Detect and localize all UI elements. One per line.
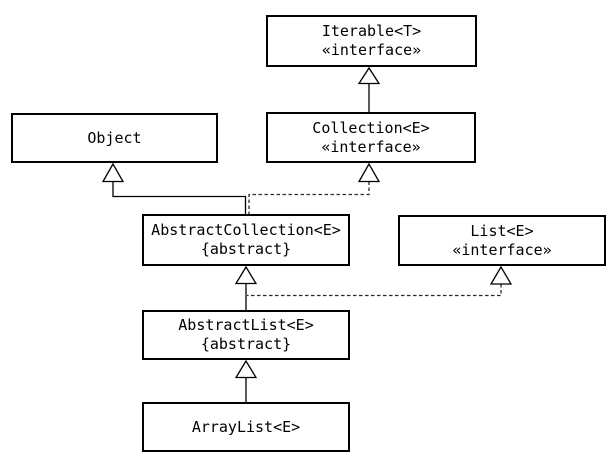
hollow-triangle-arrowhead <box>357 162 381 183</box>
class-name: Object <box>87 128 142 147</box>
class-name: Iterable<T> <box>321 22 422 40</box>
class-name: Collection<E> <box>312 118 430 137</box>
hollow-triangle-arrowhead <box>489 265 513 285</box>
class-stereotype: {abstract} <box>200 335 292 353</box>
class-stereotype: {abstract} <box>200 240 292 258</box>
class-name: ArrayList<E> <box>191 417 301 436</box>
class-stereotype: «interface» <box>321 41 422 59</box>
hollow-triangle-arrowhead <box>234 359 258 379</box>
edge-abstractcollection-implements-collection <box>248 162 381 214</box>
edge-abstractlist-implements-list <box>247 265 513 297</box>
class-box-array-list: ArrayList<E> <box>142 402 350 452</box>
class-name: AbstractList<E> <box>178 316 314 334</box>
class-box-collection: Collection<E> «interface» <box>266 112 476 163</box>
edge-abstractlist-extends-abstractcollection <box>234 265 258 310</box>
edge-abstractcollection-extends-object <box>101 162 247 214</box>
hollow-triangle-arrowhead <box>101 162 125 183</box>
class-box-object: Object <box>11 113 218 163</box>
hollow-triangle-arrowhead <box>234 265 258 285</box>
hollow-triangle-arrowhead <box>357 66 381 85</box>
class-name: List<E> <box>470 221 534 240</box>
class-stereotype: «interface» <box>452 240 552 259</box>
edge-collection-extends-iterable <box>357 66 381 112</box>
class-stereotype: «interface» <box>321 137 421 156</box>
class-box-iterable: Iterable<T> «interface» <box>266 15 477 67</box>
class-box-list: List<E> «interface» <box>398 215 606 266</box>
class-name: AbstractCollection<E> <box>151 221 341 239</box>
class-box-abstract-list: AbstractList<E> {abstract} <box>142 310 350 360</box>
class-box-abstract-collection: AbstractCollection<E> {abstract} <box>142 214 350 266</box>
edge-arraylist-extends-abstractlist <box>234 359 258 402</box>
